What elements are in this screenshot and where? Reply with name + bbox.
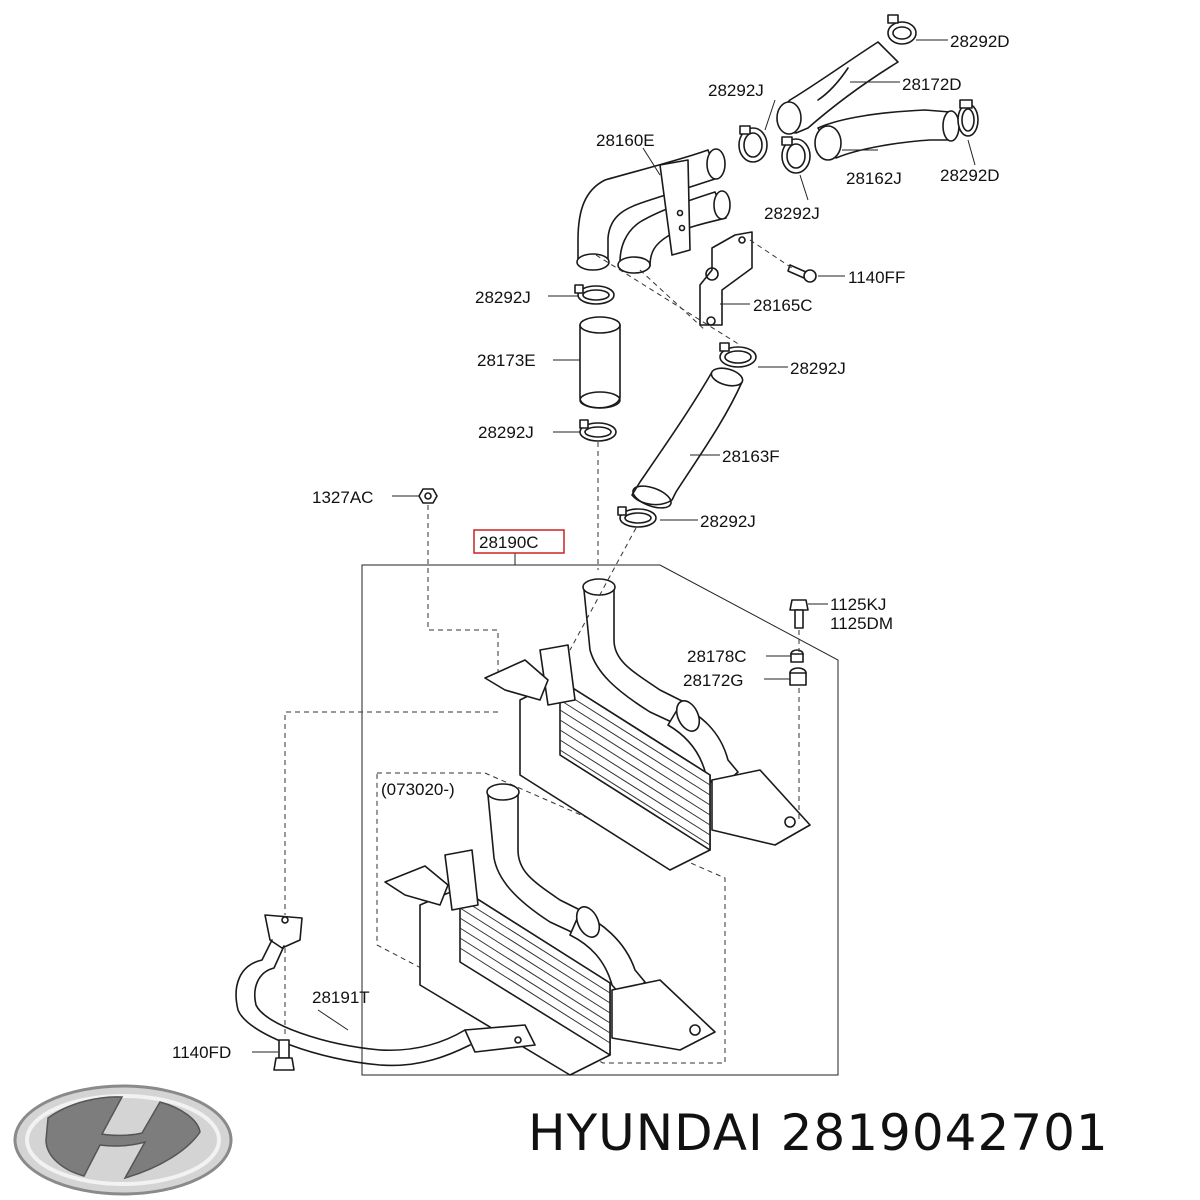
label-28292D-right[interactable]: 28292D [940,166,1000,185]
clamp-28292J-b [781,136,811,174]
variant-frame [376,772,726,1064]
clamp-28292D-right [957,99,979,137]
core-fins [559,689,711,846]
highlight-box-28190C [473,529,565,554]
label-28292J-a[interactable]: 28292J [708,81,764,100]
nut-1327AC [418,488,438,504]
hose-28172D [776,41,899,135]
label-28172G[interactable]: 28172G [683,671,744,690]
label-28178C[interactable]: 28178C [687,647,747,666]
bushing-28178C [790,649,804,663]
clamp-28292J-a [738,125,768,163]
hose-28163F [631,367,744,509]
hose-28162J [814,109,960,161]
variant-core-fins [459,897,611,1044]
label-1125KJ[interactable]: 1125KJ [830,595,886,614]
intercooler-28190C [484,578,811,871]
label-28191T[interactable]: 28191T [312,988,370,1007]
part-labels: 28292D 28292J 28172D 28160E 28162J 28292… [172,32,1010,1062]
label-28292D-top[interactable]: 28292D [950,32,1010,51]
clamp-28292D-top [887,14,917,45]
hose-28173E [579,316,621,409]
bolt-1140FD [273,1039,295,1071]
grommet-28172G [789,667,807,686]
label-28292J-e[interactable]: 28292J [790,359,846,378]
label-variant: (073020-) [381,780,455,799]
bolt-1140FF [787,264,817,283]
label-1140FD[interactable]: 1140FD [172,1043,231,1062]
label-28292J-d[interactable]: 28292J [478,423,534,442]
label-28163F[interactable]: 28163F [722,447,780,466]
label-28292J-b[interactable]: 28292J [764,204,820,223]
leader-lines [252,39,976,1053]
hyundai-logo-icon [13,1084,233,1196]
clamp-28292J-d [579,419,617,442]
assembly-frame [361,564,839,1076]
bracket-28165C [699,231,753,326]
label-28173E[interactable]: 28173E [477,351,536,370]
bracket-28191T [235,914,536,1067]
brand-part-number: HYUNDAI 2819042701 [528,1104,1109,1162]
label-28165C[interactable]: 28165C [753,296,813,315]
label-28162J[interactable]: 28162J [846,169,902,188]
label-28172D[interactable]: 28172D [902,75,962,94]
bolt-1125KJ [789,599,809,629]
clamp-28292J-e [719,342,757,368]
label-1327AC[interactable]: 1327AC [312,488,373,507]
intercooler-variant [384,783,716,1076]
label-28160E[interactable]: 28160E [596,131,655,150]
clamp-28292J-c [574,284,615,305]
pipe-28160E [576,148,731,274]
clamp-28292J-f [617,506,657,528]
label-1125DM[interactable]: 1125DM [830,614,893,633]
label-28292J-f[interactable]: 28292J [700,512,756,531]
label-28190C[interactable]: 28190C [479,533,539,552]
label-28292J-c[interactable]: 28292J [475,288,531,307]
label-1140FF[interactable]: 1140FF [848,268,905,287]
